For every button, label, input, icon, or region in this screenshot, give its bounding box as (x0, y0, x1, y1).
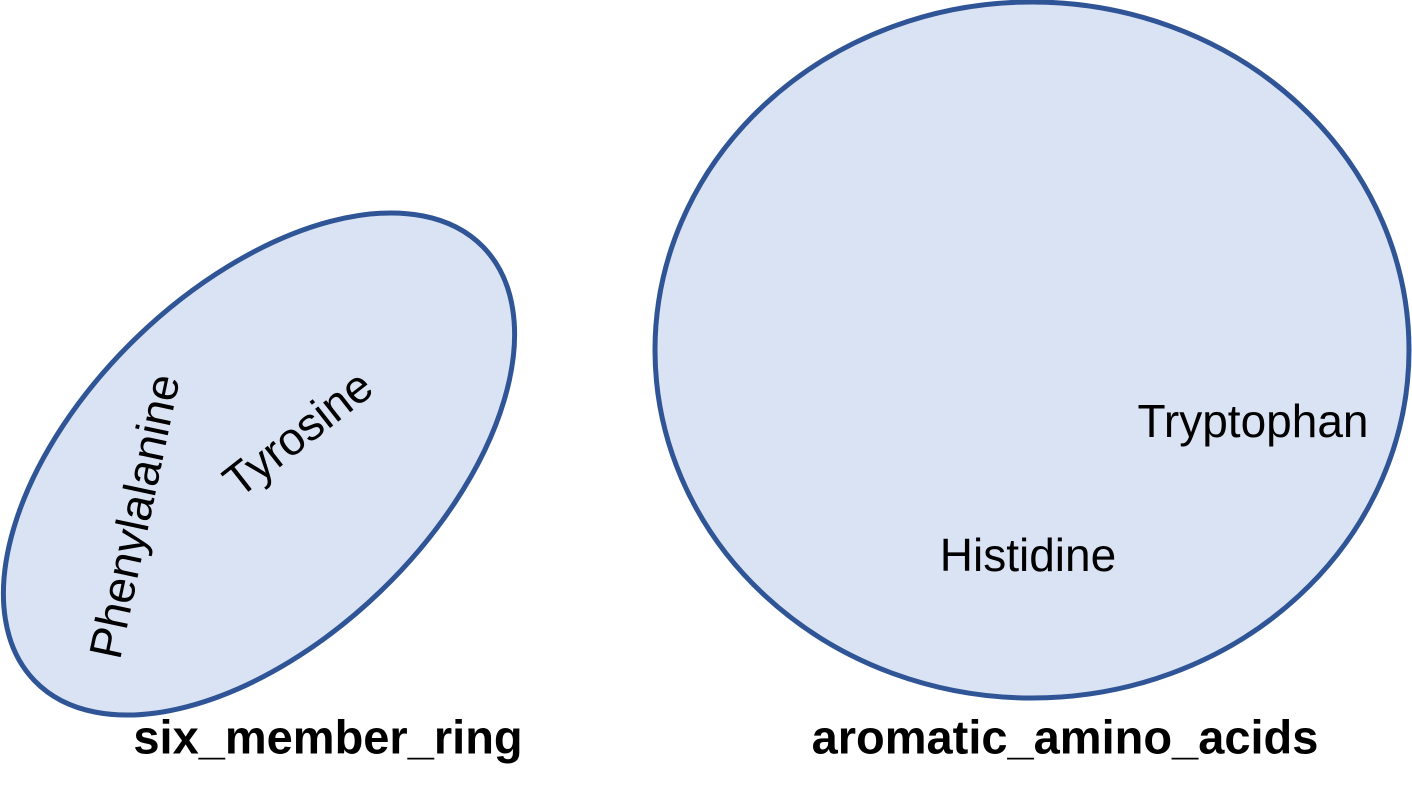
set-six-member-ring: Phenylalanine Tyrosine (0, 210, 518, 718)
member-label-tryptophan: Tryptophan (1138, 395, 1369, 447)
set-aromatic-amino-acids: Tryptophan Histidine (652, 0, 1412, 701)
set-title-aromatic-amino-acids: aromatic_amino_acids (812, 710, 1319, 763)
set-title-six-member-ring: six_member_ring (133, 710, 522, 763)
member-label-histidine: Histidine (940, 529, 1116, 581)
set-aromatic-amino-acids-ellipse (652, 0, 1412, 701)
set-six-member-ring-ellipse (0, 210, 518, 718)
